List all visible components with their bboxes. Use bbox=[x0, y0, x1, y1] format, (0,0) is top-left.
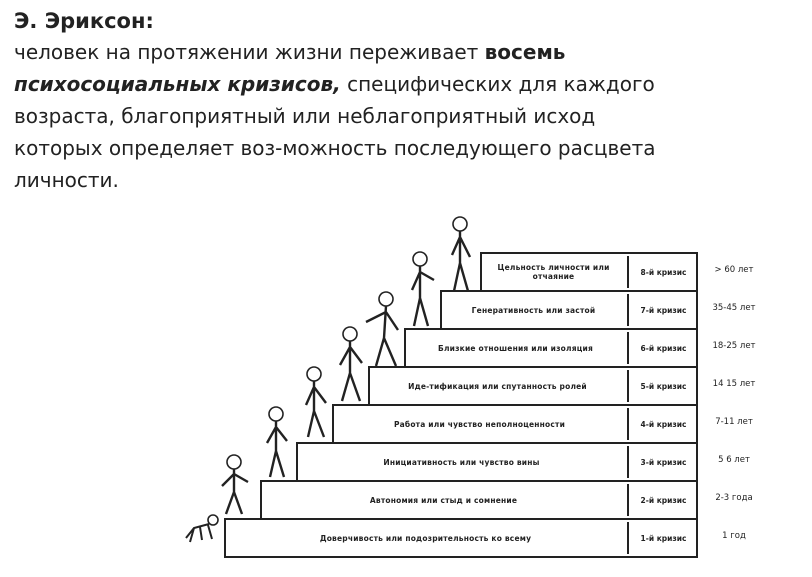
stage-step-3: Инициативность или чувство вины 3-й кризи… bbox=[296, 442, 698, 482]
stage-name: Цельность личности или отчаяние bbox=[497, 263, 610, 281]
column-divider bbox=[627, 408, 629, 440]
child-figure-2 bbox=[304, 366, 327, 438]
intro-line2-italic: психосоциальных кризисов, bbox=[14, 72, 341, 96]
stage-crisis-label: 6-й кризис bbox=[640, 343, 687, 353]
author-title: Э. Эриксон: bbox=[14, 9, 154, 33]
stage-name: Генеративность или застой bbox=[471, 305, 596, 315]
stage-name: Работа или чувство неполноценности bbox=[393, 419, 566, 429]
stage-age-label: 1 год bbox=[722, 531, 746, 541]
stage-step-1: Доверчивость или подозрительность ко все… bbox=[224, 518, 698, 558]
stage-step-6: Близкие отношения или изоляция 6-й кризис bbox=[404, 328, 698, 368]
stage-age-label: 35-45 лет bbox=[712, 303, 756, 313]
stage-crisis-label: 8-й кризис bbox=[640, 267, 687, 277]
child-figure-1 bbox=[265, 406, 288, 478]
intro-line2: специфических для каждого bbox=[340, 72, 655, 96]
column-divider bbox=[627, 484, 629, 516]
column-divider bbox=[627, 294, 629, 326]
stage-step-7: Генеративность или застой 7-й кризис bbox=[440, 290, 698, 330]
stage-crisis-label: 1-й кризис bbox=[640, 533, 687, 543]
elderly-figure bbox=[450, 216, 472, 292]
stage-crisis-label: 2-й кризис bbox=[640, 495, 687, 505]
stage-name: Доверчивость или подозрительность ко все… bbox=[319, 533, 532, 543]
toddler-figure bbox=[221, 454, 249, 515]
intro-line1-bold: восемь bbox=[484, 40, 566, 64]
stage-step-8: Цельность личности или отчаяние 8-й кризи… bbox=[480, 252, 698, 292]
stage-age-label: 18-25 лет bbox=[712, 341, 756, 351]
stage-name: Инициативность или чувство вины bbox=[383, 457, 540, 467]
column-divider bbox=[627, 256, 629, 288]
intro-line3: возраста, благоприятный или неблагоприят… bbox=[14, 104, 596, 128]
header: Э. Эриксон: человек на протяжении жизни … bbox=[14, 6, 804, 196]
stage-name: Близкие отношения или изоляция bbox=[438, 343, 593, 353]
stage-age-label: 5 6 лет bbox=[718, 455, 750, 465]
stage-age-label: 2-3 года bbox=[715, 493, 753, 503]
stage-crisis-label: 7-й кризис bbox=[640, 305, 687, 315]
stage-age-label: 14 15 лет bbox=[712, 379, 756, 389]
stage-age-label: > 60 лет bbox=[714, 265, 754, 275]
column-divider bbox=[627, 446, 629, 478]
stage-crisis-label: 5-й кризис bbox=[640, 381, 687, 391]
intro-line4: которых определяет воз-можность последую… bbox=[14, 136, 656, 160]
stage-step-2: Автономия или стыд и сомнение 2-й кризис bbox=[260, 480, 698, 520]
stage-step-5: Иде-тификация или спутанность ролей 5-й к… bbox=[368, 366, 698, 406]
stage-step-4: Работа или чувство неполноценности 4-й кр… bbox=[332, 404, 698, 444]
stage-name: Иде-тификация или спутанность ролей bbox=[408, 381, 587, 391]
crawling-baby-figure bbox=[185, 514, 219, 543]
intro-line1: человек на протяжении жизни переживает bbox=[14, 40, 485, 64]
intro-line5: личности. bbox=[14, 168, 119, 192]
column-divider bbox=[627, 370, 629, 402]
stage-crisis-label: 4-й кризис bbox=[640, 419, 687, 429]
teen-figure bbox=[338, 326, 363, 402]
intro-text: человек на протяжении жизни переживает в… bbox=[14, 36, 804, 196]
adult-figure bbox=[410, 251, 435, 327]
stage-name: Автономия или стыд и сомнение bbox=[369, 495, 518, 505]
young-adult-figure bbox=[365, 291, 399, 367]
column-divider bbox=[627, 522, 629, 554]
stage-age-label: 7-11 лет bbox=[715, 417, 753, 427]
column-divider bbox=[627, 332, 629, 364]
stage-crisis-label: 3-й кризис bbox=[640, 457, 687, 467]
